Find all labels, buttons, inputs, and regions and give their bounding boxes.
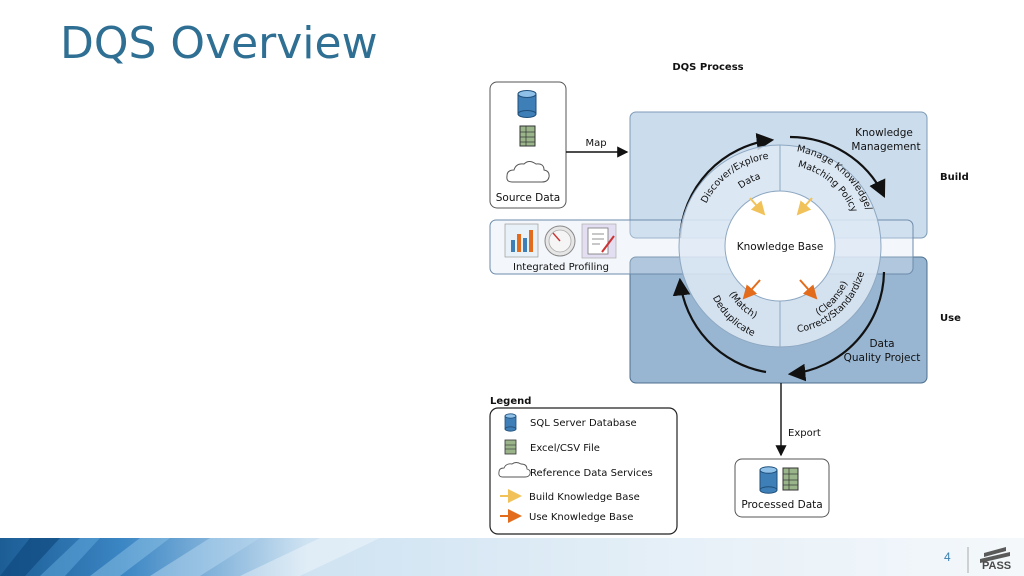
use-cycle-arrow-left	[672, 277, 767, 374]
knowledge-management-label-2: Management	[851, 141, 920, 153]
cloud-icon	[506, 161, 550, 183]
build-knowledge-arrow-left	[749, 197, 766, 216]
database-icon	[517, 90, 537, 118]
legend-box: SQL Server Database Excel/CSV File Refer…	[489, 407, 678, 535]
use-cycle-arrow-right	[787, 271, 886, 382]
excel-csv-file-icon	[519, 125, 536, 147]
excel-csv-file-icon	[504, 439, 517, 455]
profiling-icons	[504, 223, 617, 259]
database-icon	[504, 413, 517, 432]
knowledge-base-circle	[724, 190, 836, 302]
legend-item-label: Build Knowledge Base	[529, 492, 640, 503]
pass-logo-text: PASS	[982, 560, 1012, 572]
database-icon	[759, 466, 778, 494]
excel-csv-file-icon	[782, 467, 799, 491]
cloud-icon	[498, 462, 531, 478]
processed-data-label: Processed Data	[741, 499, 822, 511]
legend-item-label: Excel/CSV File	[530, 443, 600, 454]
integrated-profiling-label: Integrated Profiling	[513, 262, 609, 273]
legend-item-label: SQL Server Database	[530, 418, 637, 429]
build-cycle-arrow-right	[789, 135, 886, 198]
data-quality-project-label-2: Quality Project	[844, 352, 921, 364]
legend-item-label: Use Knowledge Base	[529, 512, 633, 523]
chart-report-icon	[504, 223, 539, 258]
map-label: Map	[585, 138, 606, 149]
source-data-label: Source Data	[496, 192, 560, 204]
source-data-box: Source Data	[489, 81, 567, 209]
use-label: Use	[940, 313, 961, 324]
use-knowledge-arrow-right	[799, 279, 818, 300]
legend-item-label: Reference Data Services	[530, 468, 653, 479]
build-knowledge-arrow-right	[796, 197, 813, 216]
legend-title: Legend	[490, 396, 531, 407]
use-knowledge-arrow-left	[742, 279, 761, 300]
page-number: 4	[944, 550, 951, 564]
slide-title: DQS Overview	[60, 18, 378, 69]
build-label: Build	[940, 172, 969, 183]
footer-decorative-band	[0, 538, 1024, 576]
data-quality-project-label-1: Data	[869, 338, 894, 350]
pass-logo	[967, 547, 1010, 573]
knowledge-base-label: Knowledge Base	[737, 241, 824, 253]
export-label: Export	[788, 428, 821, 439]
diagram-title: DQS Process	[672, 62, 743, 73]
knowledge-management-label-1: Knowledge	[855, 127, 913, 139]
processed-data-box: Processed Data	[734, 458, 830, 518]
